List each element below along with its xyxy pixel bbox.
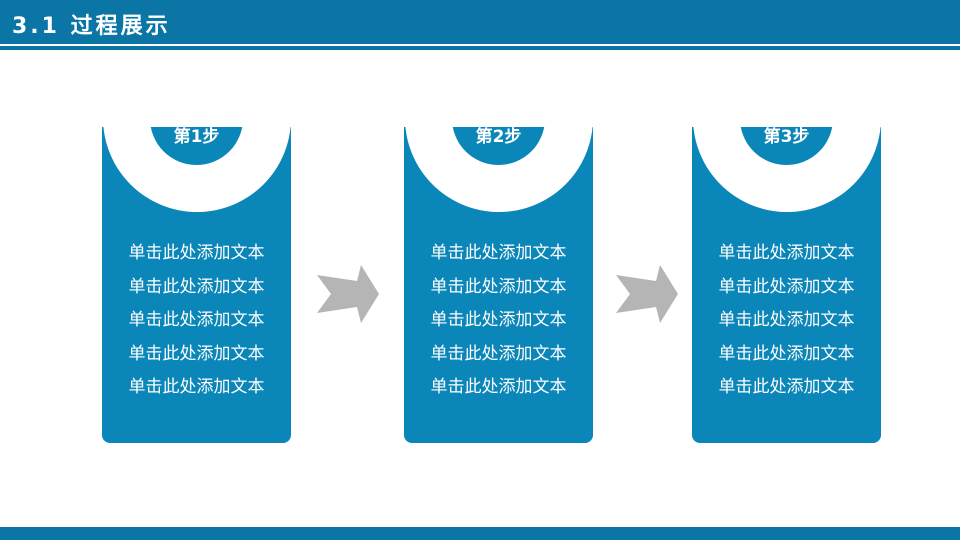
step-text-line[interactable]: 单击此处添加文本 bbox=[718, 343, 855, 364]
step-text-line[interactable]: 单击此处添加文本 bbox=[430, 276, 567, 297]
footer-bar bbox=[0, 527, 960, 540]
step-text-line[interactable]: 单击此处添加文本 bbox=[430, 310, 567, 330]
header-bar bbox=[0, 0, 960, 44]
step-card: 第3步单击此处添加文本单击此处添加文本单击此处添加文本单击此处添加文本单击此处添… bbox=[692, 127, 881, 443]
page-title: 3.1 过程展示 bbox=[12, 14, 171, 39]
step-text-line[interactable]: 单击此处添加文本 bbox=[718, 310, 855, 330]
step-label: 第1步 bbox=[173, 127, 220, 147]
step-text-line[interactable]: 单击此处添加文本 bbox=[718, 377, 855, 397]
step-text-line[interactable]: 单击此处添加文本 bbox=[128, 310, 265, 330]
step-label: 第2步 bbox=[475, 127, 522, 147]
step-text-line[interactable]: 单击此处添加文本 bbox=[128, 343, 265, 364]
arrow-right-icon bbox=[616, 265, 678, 323]
step-text-line[interactable]: 单击此处添加文本 bbox=[430, 343, 567, 364]
step-text-line[interactable]: 单击此处添加文本 bbox=[718, 243, 855, 263]
step-label: 第3步 bbox=[763, 127, 810, 147]
header-divider bbox=[0, 46, 960, 50]
step-text-line[interactable]: 单击此处添加文本 bbox=[128, 243, 265, 263]
step-text-line[interactable]: 单击此处添加文本 bbox=[430, 243, 567, 263]
arrow-right-icon bbox=[317, 265, 379, 323]
step-text-line[interactable]: 单击此处添加文本 bbox=[718, 276, 855, 297]
step-text-line[interactable]: 单击此处添加文本 bbox=[128, 276, 265, 297]
step-text-line[interactable]: 单击此处添加文本 bbox=[430, 377, 567, 397]
step-card: 第2步单击此处添加文本单击此处添加文本单击此处添加文本单击此处添加文本单击此处添… bbox=[404, 127, 593, 443]
step-text-line[interactable]: 单击此处添加文本 bbox=[128, 377, 265, 397]
step-card: 第1步单击此处添加文本单击此处添加文本单击此处添加文本单击此处添加文本单击此处添… bbox=[102, 127, 291, 443]
